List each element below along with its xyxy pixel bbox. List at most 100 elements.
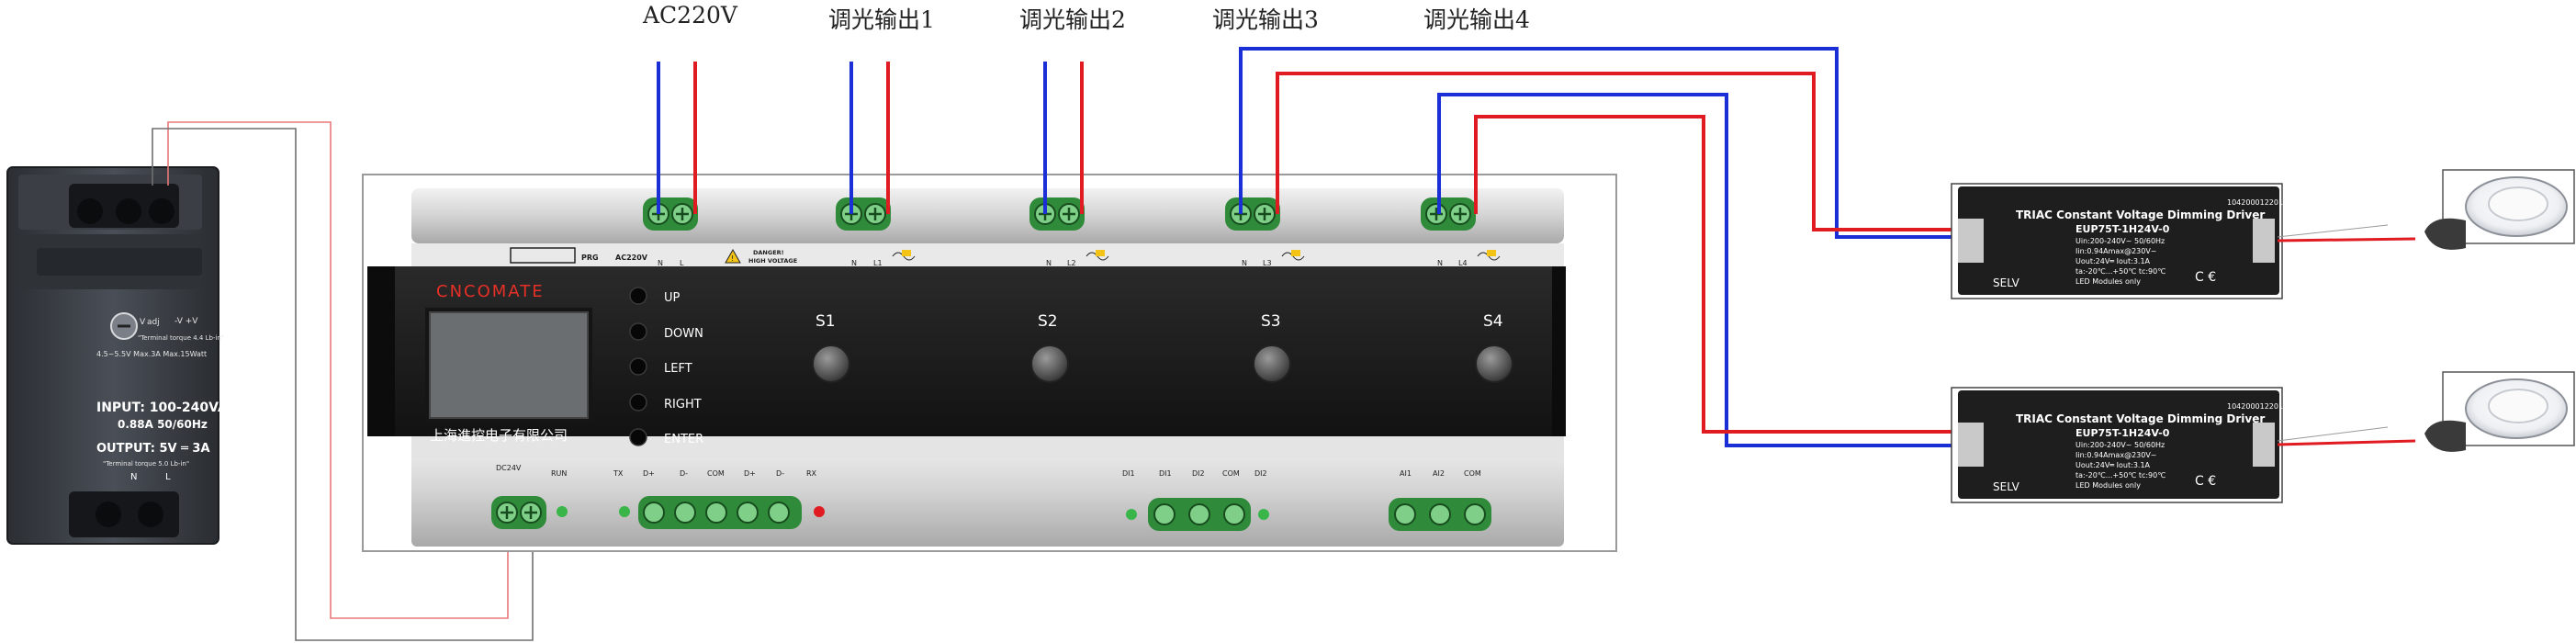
scene-label-s2: S2 bbox=[1038, 312, 1058, 331]
nav-button-down[interactable]: DOWN bbox=[629, 322, 703, 341]
lcd-display bbox=[429, 311, 589, 419]
output-3-live-wire bbox=[1276, 72, 1952, 231]
label-prg: PRG bbox=[581, 254, 599, 262]
nav-button-left[interactable]: LEFT bbox=[629, 357, 692, 376]
psu-torque-text-2: "Terminal torque 5.0 Lb-in" bbox=[103, 460, 189, 468]
psu-terminal-text: -V +V bbox=[174, 317, 198, 326]
di-led-2 bbox=[1258, 509, 1269, 520]
label-n-1: N bbox=[851, 259, 857, 267]
label-ac220v: AC220V bbox=[643, 2, 737, 28]
psu-input-current: 0.88A 50/60Hz bbox=[118, 418, 208, 431]
driver-2-serial: 104200012201 bbox=[2227, 402, 2283, 411]
label-l-ac: L bbox=[680, 259, 684, 267]
driver-2-spec-1: Uin:200-240V~ 50/60Hz bbox=[2075, 441, 2165, 449]
label-n-3: N bbox=[1242, 259, 1247, 267]
dimmer-wave-icon-2 bbox=[1086, 250, 1109, 261]
scene-label-s3: S3 bbox=[1261, 312, 1281, 331]
scene-label-s4: S4 bbox=[1483, 312, 1503, 331]
label-com-3: COM bbox=[1464, 469, 1481, 478]
terminal-output-3 bbox=[1225, 197, 1280, 231]
label-output-1: 调光输出1 bbox=[828, 6, 935, 33]
terminal-output-1 bbox=[836, 197, 891, 231]
label-l2: L2 bbox=[1067, 259, 1076, 267]
psu-adj-knob[interactable] bbox=[110, 312, 138, 340]
output-4-live-wire bbox=[1474, 115, 1952, 434]
label-n-ac: N bbox=[658, 259, 663, 267]
nav-button-up[interactable]: UP bbox=[629, 287, 681, 305]
output-4-neutral-wire bbox=[1437, 93, 1952, 447]
led-wire-2-red bbox=[2277, 439, 2416, 446]
label-tx: TX bbox=[613, 469, 624, 478]
label-dc24v: DC24V bbox=[496, 464, 522, 472]
terminal-rs485 bbox=[638, 496, 802, 529]
label-ac220v-small: AC220V bbox=[615, 254, 648, 262]
driver-1-title: TRIAC Constant Voltage Dimming Driver bbox=[2016, 209, 2265, 221]
dimming-driver-1: 104200012201 TRIAC Constant Voltage Dimm… bbox=[1951, 183, 2283, 299]
driver-2-title: TRIAC Constant Voltage Dimming Driver bbox=[2016, 412, 2265, 425]
downlight-icon bbox=[2424, 371, 2575, 452]
psu-bottom-terminals bbox=[69, 491, 179, 537]
label-d-plus-2: D+ bbox=[744, 469, 756, 478]
scene-keys: S1 S2 S3 S4 bbox=[812, 312, 1513, 383]
di-led-1 bbox=[1126, 509, 1137, 520]
terminal-dc24v bbox=[491, 496, 546, 529]
label-d-minus-1: D- bbox=[680, 469, 688, 478]
driver-1-spec-4: ta:-20℃...+50℃ tc:90℃ bbox=[2075, 267, 2165, 276]
psu-output-label: OUTPUT: 5V ═ 3A bbox=[96, 442, 210, 456]
nav-label-down: DOWN bbox=[664, 327, 703, 341]
terminal-output-4 bbox=[1421, 197, 1476, 231]
psu-knob-label: V adj bbox=[140, 318, 160, 327]
psu-torque-text: "Terminal torque 4.4 Lb-in" bbox=[138, 334, 224, 342]
driver-1-model: EUP75T-1H24V-0 bbox=[2075, 223, 2170, 235]
line-voltage-wires bbox=[657, 47, 1952, 447]
label-rx: RX bbox=[806, 469, 817, 478]
label-l1: L1 bbox=[873, 259, 883, 267]
driver-1-spec-3: Uout:24V═ Iout:3.1A bbox=[2075, 257, 2151, 265]
label-l4: L4 bbox=[1458, 259, 1468, 267]
driver-1-spec-5: LED Modules only bbox=[2075, 277, 2141, 286]
nav-label-enter: ENTER bbox=[664, 433, 703, 446]
din-power-supply: V adj -V +V "Terminal torque 4.4 Lb-in" … bbox=[0, 165, 237, 545]
scene-key-s1[interactable]: S1 bbox=[812, 312, 850, 383]
dc-wire-gray bbox=[152, 128, 534, 641]
dc24v-supply-wires bbox=[152, 121, 534, 641]
driver-2-model: EUP75T-1H24V-0 bbox=[2075, 427, 2170, 439]
label-danger: DANGER! bbox=[753, 249, 784, 256]
label-com-2: COM bbox=[1222, 469, 1240, 478]
dimming-controller: CNCOMATE 上海進控电子有限公司 UP DOWN LEFT RIGHT bbox=[362, 174, 1617, 552]
label-run: RUN bbox=[551, 469, 567, 478]
run-led bbox=[557, 506, 568, 517]
svg-text:!: ! bbox=[731, 254, 734, 263]
terminal-ac220v bbox=[643, 197, 698, 231]
scene-key-s2[interactable]: S2 bbox=[1030, 312, 1069, 383]
label-output-4: 调光输出4 bbox=[1423, 6, 1530, 33]
psu-l-label: L bbox=[165, 472, 171, 482]
driver-2-spec-5: LED Modules only bbox=[2075, 481, 2141, 490]
nav-label-up: UP bbox=[664, 291, 681, 305]
label-com-1: COM bbox=[707, 469, 725, 478]
led-wire-2-gray bbox=[2277, 426, 2389, 442]
driver-1-selv: SELV bbox=[1993, 276, 2020, 289]
top-small-labels: PRG AC220V N L ! DANGER! HIGH VOLTAGE N … bbox=[510, 247, 1501, 267]
bottom-terminal-blocks bbox=[491, 496, 1491, 531]
dimmer-wave-icon-1 bbox=[892, 250, 916, 261]
label-di3: DI2 bbox=[1254, 469, 1267, 478]
controller-company: 上海進控电子有限公司 bbox=[430, 427, 568, 444]
led-wire-1-red bbox=[2277, 237, 2416, 243]
dimmer-wave-icon-3 bbox=[1281, 250, 1305, 261]
warning-triangle-icon: ! bbox=[725, 248, 741, 264]
label-di1b: DI1 bbox=[1159, 469, 1172, 478]
nav-button-right[interactable]: RIGHT bbox=[629, 393, 702, 412]
scene-key-s3[interactable]: S3 bbox=[1253, 312, 1291, 383]
label-ai2: AI2 bbox=[1433, 469, 1445, 478]
driver-1-spec-1: Uin:200-240V~ 50/60Hz bbox=[2075, 237, 2165, 245]
psu-range-text: 4.5~5.5V Max.3A Max.15Watt bbox=[96, 350, 207, 358]
dimmer-wave-icon-4 bbox=[1477, 250, 1501, 261]
scene-label-s1: S1 bbox=[816, 312, 836, 331]
scene-key-s4[interactable]: S4 bbox=[1475, 312, 1513, 383]
terminal-di bbox=[1148, 498, 1251, 531]
nav-button-enter[interactable]: ENTER bbox=[629, 428, 703, 446]
dc-wire-red bbox=[167, 121, 509, 619]
label-high-voltage: HIGH VOLTAGE bbox=[748, 257, 797, 265]
